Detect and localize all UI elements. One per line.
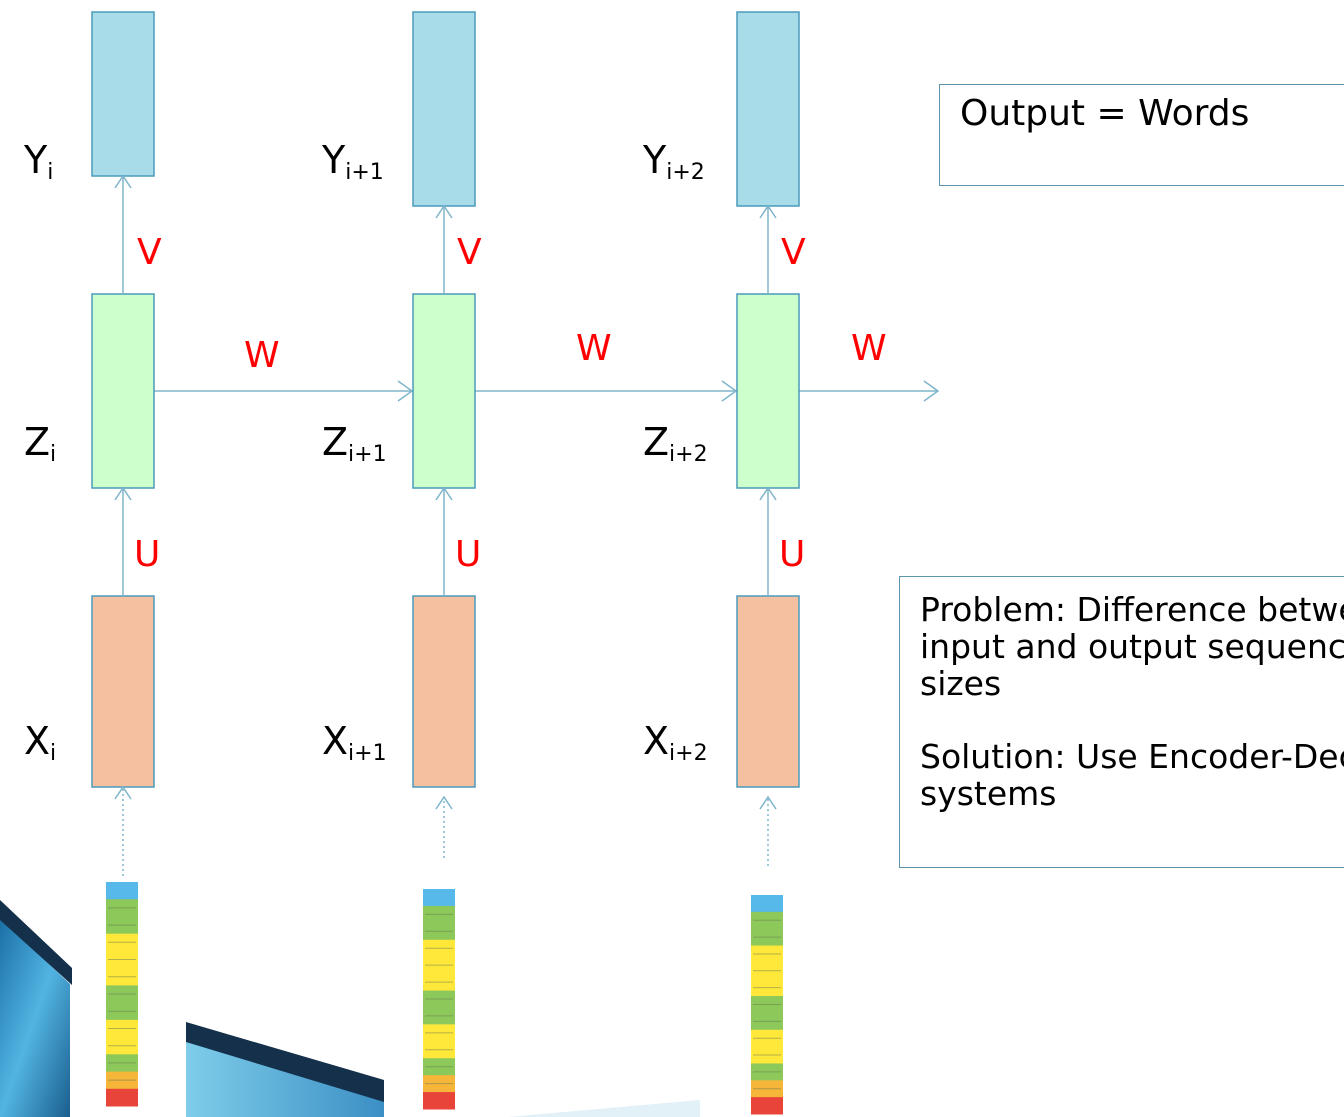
output-note-text: Output = Words	[960, 93, 1250, 134]
problem-line-3: sizes	[920, 664, 1002, 703]
output-label-3: Yi+2	[642, 138, 705, 185]
output-label-2: Yi+1	[321, 138, 384, 185]
weight-w-label-2: W	[576, 328, 612, 369]
embedding-cell	[106, 1088, 138, 1107]
problem-solution-box: Problem: Difference between input and ou…	[899, 576, 1344, 868]
weight-w-label-3: W	[851, 328, 887, 369]
hidden-label-1: Zi	[24, 420, 56, 467]
weight-u-label-3: U	[779, 534, 805, 575]
hidden-layer-1	[91, 293, 155, 489]
embedding-cell	[423, 889, 455, 907]
output-label-1: Yi	[23, 138, 53, 185]
input-label-3: Xi+2	[643, 719, 708, 766]
hidden-label-2: Zi+1	[322, 420, 387, 467]
hidden-layer-2	[412, 293, 476, 489]
weight-v-label-1: V	[137, 232, 162, 273]
input-label-1: Xi	[24, 719, 56, 766]
word-embedding-icon-2	[423, 889, 455, 1110]
weight-u-label-1: U	[134, 534, 160, 575]
input-layer-3	[736, 595, 800, 788]
weight-w-label-1: W	[244, 335, 280, 376]
input-layer-2	[412, 595, 476, 788]
weight-v-label-3: V	[781, 232, 806, 273]
embedding-cell	[106, 882, 138, 900]
input-label-2: Xi+1	[322, 719, 387, 766]
weight-u-label-2: U	[455, 534, 481, 575]
embedding-cell	[423, 1092, 455, 1110]
hidden-label-3: Zi+2	[643, 420, 708, 467]
timestep-column-3: Yi+2 Zi+2 Xi+2 V U W	[642, 11, 887, 866]
recurrent-arrows	[154, 380, 940, 402]
embedding-cell	[751, 895, 783, 913]
word-embedding-icon-3	[751, 895, 783, 1115]
problem-line-2: input and output sequence	[920, 627, 1344, 666]
output-layer-2	[412, 11, 476, 207]
word-embedding-icon-1	[106, 882, 138, 1107]
hidden-layer-3	[736, 293, 800, 489]
timestep-column-1: Yi Zi Xi V U W	[23, 11, 280, 876]
timestep-column-2: Yi+1 Zi+1 Xi+1 V U W	[321, 11, 612, 858]
weight-v-label-2: V	[457, 232, 482, 273]
solution-line-2: systems	[920, 774, 1057, 813]
solution-line-1: Solution: Use Encoder-Decoder	[920, 737, 1344, 776]
slide-decoration	[0, 900, 700, 1117]
embedding-cell	[751, 1097, 783, 1115]
output-note-box: Output = Words	[939, 84, 1344, 186]
output-layer-1	[91, 11, 155, 177]
input-layer-1	[91, 595, 155, 788]
output-layer-3	[736, 11, 800, 207]
problem-line-1: Problem: Difference between	[920, 590, 1344, 629]
